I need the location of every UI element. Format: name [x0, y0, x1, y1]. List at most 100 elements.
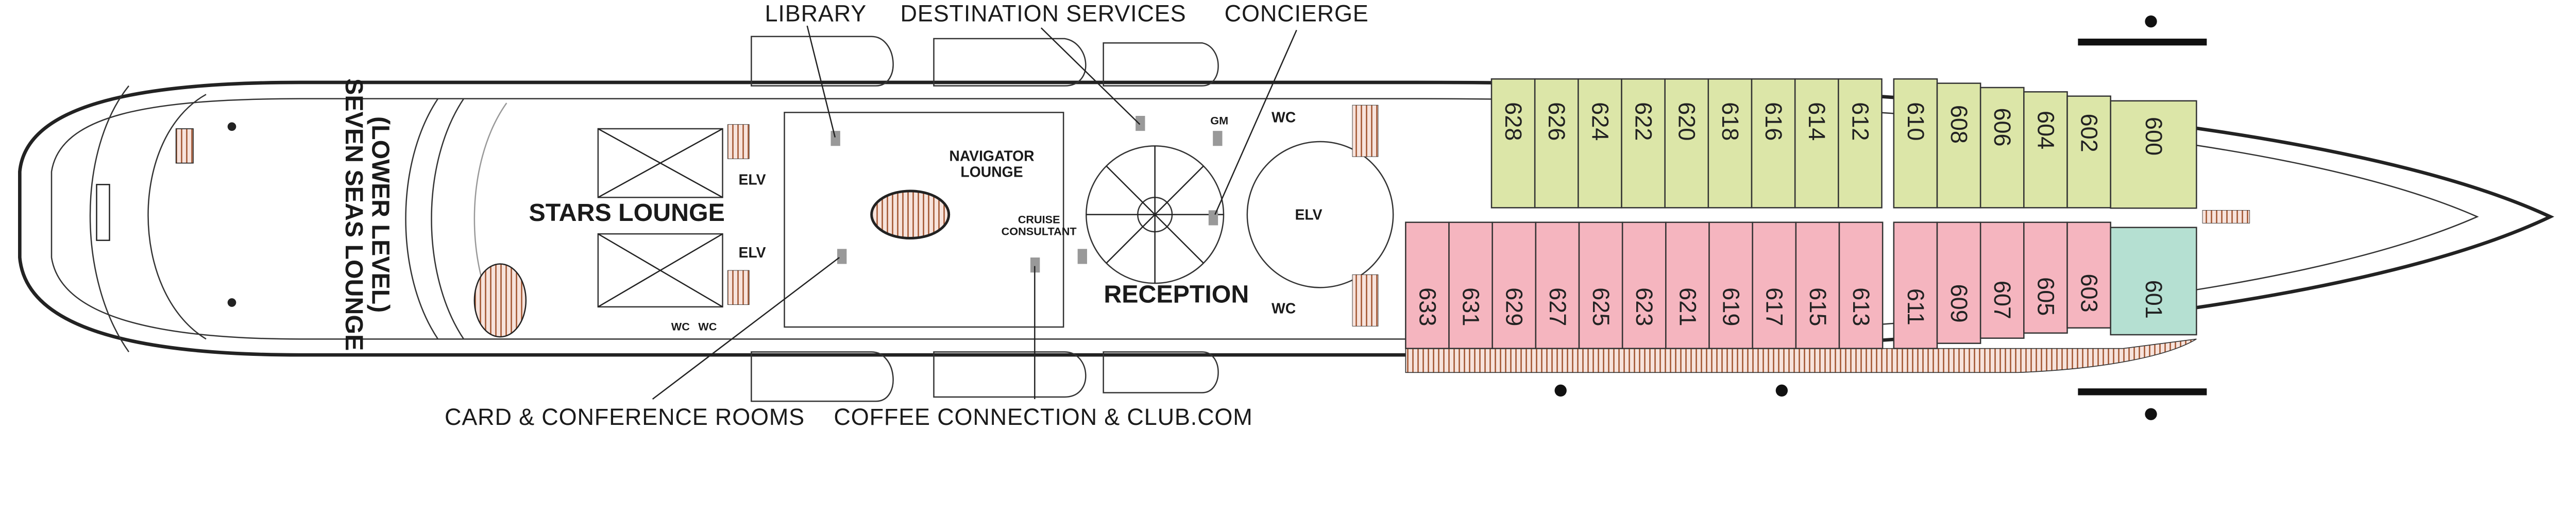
cabin-number: 617 — [1761, 287, 1788, 326]
cabin-number: 602 — [2076, 114, 2103, 152]
cabin-number: 620 — [1674, 102, 1700, 141]
cabin-number: 633 — [1414, 287, 1440, 326]
elevator-shaft-bottom — [597, 233, 723, 308]
cabin-shape — [1752, 221, 1797, 349]
cabin-625[interactable]: 625 — [1578, 221, 1623, 349]
cabin-number: 600 — [2141, 117, 2167, 156]
label-consultant: CONSULTANT — [1002, 225, 1077, 238]
label-card-conference-rooms: CARD & CONFERENCE ROOMS — [445, 404, 805, 429]
elevator-lobby — [1246, 141, 1394, 288]
bollard — [1554, 384, 1567, 397]
cabin-608[interactable]: 608 — [1936, 82, 1981, 209]
stairs — [727, 270, 750, 305]
cabin-number: 614 — [1804, 102, 1830, 141]
cabin-shape — [1448, 221, 1493, 349]
cabin-shape — [1621, 78, 1666, 209]
cabin-626[interactable]: 626 — [1534, 78, 1579, 209]
bollard — [2145, 408, 2157, 420]
label-wc: WC — [1272, 300, 1296, 317]
label-reception: RECEPTION — [1104, 280, 1249, 308]
cabin-600[interactable]: 600 — [2110, 100, 2197, 209]
cabin-629[interactable]: 629 — [1492, 221, 1537, 349]
cabin-number: 618 — [1717, 102, 1743, 141]
cabin-number: 604 — [2032, 111, 2059, 149]
cabin-621[interactable]: 621 — [1665, 221, 1710, 349]
reception-spokes — [1086, 146, 1224, 283]
cabin-606[interactable]: 606 — [1979, 87, 2025, 209]
cabin-616[interactable]: 616 — [1751, 78, 1796, 209]
stairs — [727, 124, 750, 159]
cabin-609[interactable]: 609 — [1936, 221, 1981, 344]
cabin-shape — [1535, 221, 1580, 349]
elevator-shaft-top — [597, 128, 723, 198]
cabin-612[interactable]: 612 — [1838, 78, 1883, 209]
cabin-611[interactable]: 611 — [1893, 221, 1938, 349]
cabin-number: 619 — [1718, 287, 1744, 326]
cabin-shape — [1936, 82, 1981, 209]
cabin-633[interactable]: 633 — [1405, 221, 1450, 349]
balcony-stripe — [1405, 338, 2197, 373]
cabin-shape — [2066, 221, 2111, 329]
cabin-618[interactable]: 618 — [1707, 78, 1753, 209]
cabin-624[interactable]: 624 — [1578, 78, 1622, 209]
cabin-shape — [1405, 221, 1450, 349]
cabin-number: 627 — [1545, 287, 1571, 326]
cabin-620[interactable]: 620 — [1664, 78, 1709, 209]
callout-leaders — [652, 25, 1297, 400]
cabin-shape — [1578, 221, 1623, 349]
cabin-number: 612 — [1847, 102, 1873, 141]
label-lower-level: (LOWER LEVEL) — [367, 116, 395, 313]
cabin-number: 625 — [1588, 287, 1614, 326]
cabin-number: 629 — [1501, 287, 1528, 326]
cabin-shape — [1795, 221, 1840, 349]
cabin-number: 607 — [1989, 281, 2015, 319]
cabin-615[interactable]: 615 — [1795, 221, 1840, 349]
cabin-shape — [1578, 78, 1622, 209]
cabin-601[interactable]: 601 — [2110, 227, 2197, 336]
cabin-614[interactable]: 614 — [1794, 78, 1839, 209]
stern-deck — [147, 94, 207, 340]
cabin-602[interactable]: 602 — [2066, 95, 2111, 209]
cabin-617[interactable]: 617 — [1752, 221, 1797, 349]
cabin-number: 622 — [1631, 102, 1657, 141]
cabin-shape — [1621, 221, 1667, 349]
atrium-stairs — [870, 190, 951, 239]
cabin-shape — [1707, 78, 1753, 209]
cabin-628[interactable]: 628 — [1490, 78, 1536, 209]
cabin-number: 621 — [1674, 287, 1701, 326]
label-lounge: LOUNGE — [960, 164, 1023, 180]
cabin-number: 603 — [2076, 273, 2103, 312]
cabin-631[interactable]: 631 — [1448, 221, 1493, 349]
cabin-number: 631 — [1458, 287, 1484, 326]
cabin-619[interactable]: 619 — [1708, 221, 1753, 349]
cabin-627[interactable]: 627 — [1535, 221, 1580, 349]
label-elevator: ELV — [1295, 207, 1322, 224]
navigator-lounge-room — [784, 112, 1064, 328]
gangway-marker-bottom — [2078, 388, 2207, 396]
cabin-622[interactable]: 622 — [1621, 78, 1666, 209]
cabin-number: 605 — [2032, 277, 2059, 316]
cabin-shape — [1664, 78, 1709, 209]
stage-post — [227, 298, 236, 307]
cabin-shape — [2110, 100, 2197, 209]
bow-stairs — [2202, 210, 2250, 224]
cabin-shape — [1490, 78, 1536, 209]
stern-stair-top — [175, 128, 194, 164]
cabin-610[interactable]: 610 — [1893, 78, 1938, 209]
stern-curve — [89, 85, 130, 353]
cabin-607[interactable]: 607 — [1979, 221, 2025, 339]
cabin-623[interactable]: 623 — [1621, 221, 1667, 349]
label-destination-services: DESTINATION SERVICES — [901, 1, 1187, 27]
stage-post — [227, 122, 236, 131]
cabin-605[interactable]: 605 — [2023, 221, 2068, 334]
bollard — [2145, 15, 2157, 28]
cabin-shape — [1794, 78, 1839, 209]
stairs — [1352, 274, 1379, 327]
cabin-604[interactable]: 604 — [2023, 91, 2068, 209]
cabin-603[interactable]: 603 — [2066, 221, 2111, 329]
label-gm: GM — [1210, 114, 1228, 127]
cabin-613[interactable]: 613 — [1838, 221, 1884, 349]
cabin-shape — [1665, 221, 1710, 349]
lifeboats — [751, 36, 1219, 402]
